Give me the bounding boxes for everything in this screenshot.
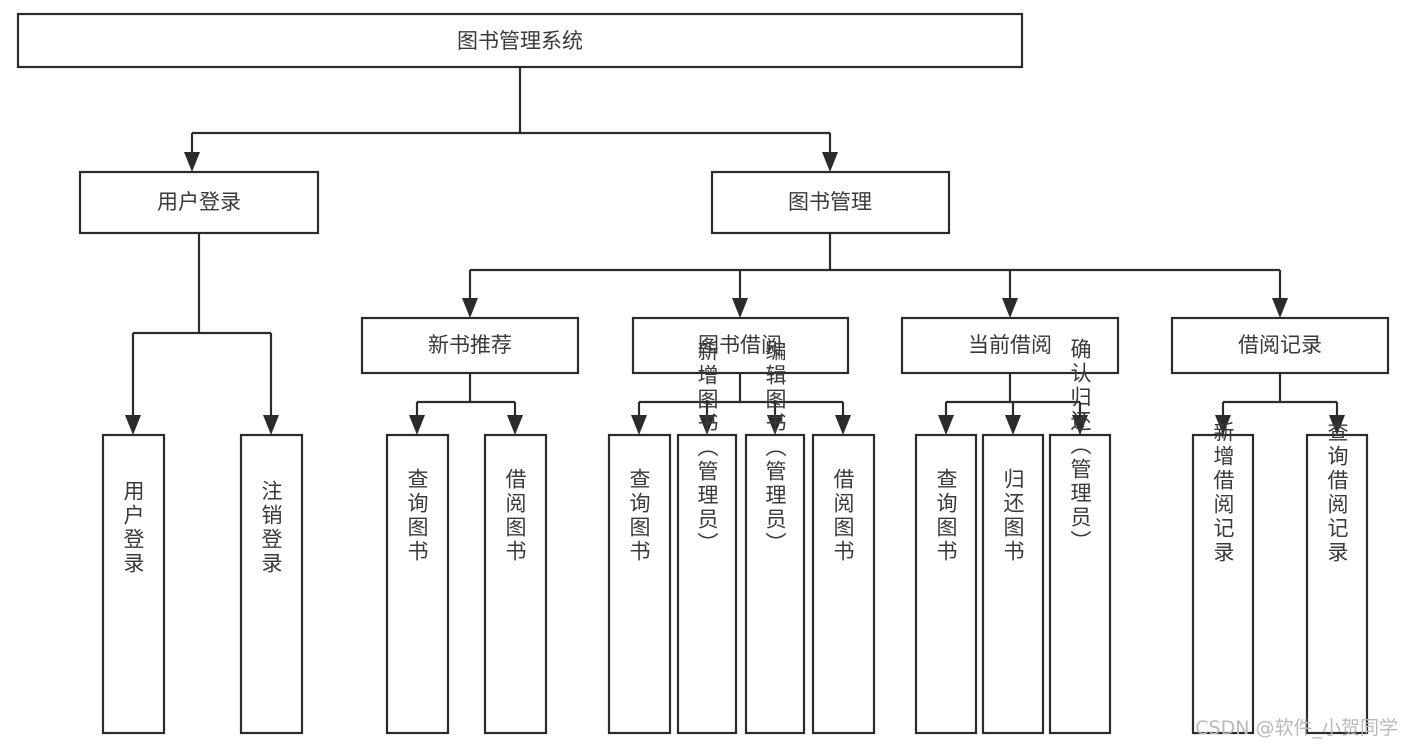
leaf-borrow-book-borrow[interactable]: 借阅图书 xyxy=(811,433,876,735)
arrow-head-leaf-query-book-1 xyxy=(409,415,425,435)
leaf-add-borrow-record[interactable]: 新增借阅记录 xyxy=(1191,421,1255,735)
arrow-head-leaf-query-book-3 xyxy=(938,415,954,435)
leaf-add-book-label: 新增图书（管理员） xyxy=(695,340,719,556)
leaf-query-book-borrow-box[interactable] xyxy=(607,433,672,735)
node-book-management-label: 图书管理 xyxy=(788,190,872,214)
node-book-borrow-label: 图书借阅 xyxy=(698,333,782,357)
connector-borrowrecord-to-leaves xyxy=(1215,373,1345,435)
node-book-borrow-box[interactable] xyxy=(631,316,850,375)
node-book-management[interactable]: 图书管理 xyxy=(710,170,951,235)
leaf-add-book-box[interactable] xyxy=(676,433,738,735)
leaf-query-borrow-record-label: 查询借阅记录 xyxy=(1325,421,1349,565)
node-borrow-record[interactable]: 借阅记录 xyxy=(1170,316,1390,375)
node-current-borrow-label: 当前借阅 xyxy=(968,333,1052,357)
arrow-head-leaf-add-book xyxy=(699,415,715,435)
node-new-book-recommend-box[interactable] xyxy=(360,316,580,375)
arrow-head-new-book xyxy=(462,298,478,318)
leaf-logout-box[interactable] xyxy=(239,433,304,735)
connector-root-to-level2 xyxy=(184,67,838,172)
leaf-user-login-label: 用户登录 xyxy=(121,480,145,576)
node-new-book-recommend[interactable]: 新书推荐 xyxy=(360,316,580,375)
leaf-return-book[interactable]: 归还图书 xyxy=(981,433,1045,735)
connector-userlogin-to-leaves xyxy=(125,233,279,435)
leaf-add-book[interactable]: 新增图书（管理员） xyxy=(676,340,738,735)
leaf-confirm-return-label: 确认归还（管理员） xyxy=(1068,338,1092,554)
leaf-query-book-current-box[interactable] xyxy=(914,433,978,735)
arrow-head-leaf-query-book-2 xyxy=(631,415,647,435)
leaf-edit-book-box[interactable] xyxy=(744,433,806,735)
leaf-logout[interactable]: 注销登录 xyxy=(239,433,304,735)
leaf-query-book-current-label: 查询图书 xyxy=(934,468,958,564)
csdn-watermark: CSDN @软件_小贺同学 xyxy=(1195,717,1398,739)
node-user-login-label: 用户登录 xyxy=(157,190,241,214)
leaf-edit-book[interactable]: 编辑图书（管理员） xyxy=(744,340,806,735)
arrow-head-leaf-user-login xyxy=(125,415,141,435)
leaf-logout-label: 注销登录 xyxy=(259,480,283,576)
arrow-head-leaf-return-book xyxy=(1005,415,1021,435)
leaf-add-borrow-record-label: 新增借阅记录 xyxy=(1211,421,1235,565)
leaf-add-borrow-record-box[interactable] xyxy=(1191,433,1255,735)
leaf-query-book-borrow[interactable]: 查询图书 xyxy=(607,433,672,735)
arrow-head-leaf-add-record xyxy=(1215,415,1231,435)
connector-currentborrow-to-leaves xyxy=(938,373,1088,435)
node-root-box[interactable] xyxy=(16,12,1024,69)
connector-bookborrow-to-leaves xyxy=(631,373,851,435)
arrow-head-borrow-record xyxy=(1272,298,1288,318)
node-root-label: 图书管理系统 xyxy=(457,29,583,53)
arrow-head-leaf-query-record xyxy=(1329,415,1345,435)
connector-newbook-to-leaves xyxy=(409,373,523,435)
arrow-head-leaf-logout xyxy=(263,415,279,435)
leaf-query-book-borrow-label: 查询图书 xyxy=(627,468,651,564)
leaf-query-book-current[interactable]: 查询图书 xyxy=(914,433,978,735)
leaf-query-borrow-record-box[interactable] xyxy=(1305,433,1369,735)
arrow-head-book-mgmt xyxy=(822,152,838,172)
connector-bookmgmt-to-level3 xyxy=(462,233,1288,318)
leaf-borrow-book-recommend-label: 借阅图书 xyxy=(503,468,527,564)
arrow-head-user-login xyxy=(184,152,200,172)
node-borrow-record-box[interactable] xyxy=(1170,316,1390,375)
leaf-query-book-recommend-label: 查询图书 xyxy=(405,468,429,564)
leaf-borrow-book-recommend-box[interactable] xyxy=(483,433,548,735)
arrow-head-leaf-borrow-book-1 xyxy=(507,415,523,435)
leaf-query-borrow-record[interactable]: 查询借阅记录 xyxy=(1305,421,1369,735)
arrow-head-leaf-borrow-book-2 xyxy=(835,415,851,435)
node-user-login[interactable]: 用户登录 xyxy=(78,170,320,235)
leaf-confirm-return-box[interactable] xyxy=(1048,433,1112,735)
leaf-query-book-recommend-box[interactable] xyxy=(385,433,450,735)
arrow-head-current-borrow xyxy=(1002,298,1018,318)
node-borrow-record-label: 借阅记录 xyxy=(1238,333,1322,357)
leaf-borrow-book-borrow-label: 借阅图书 xyxy=(831,468,855,564)
leaf-user-login[interactable]: 用户登录 xyxy=(101,433,166,735)
node-root[interactable]: 图书管理系统 xyxy=(16,12,1024,69)
leaf-confirm-return[interactable]: 确认归还（管理员） xyxy=(1048,338,1112,735)
leaf-return-book-box[interactable] xyxy=(981,433,1045,735)
leaf-borrow-book-recommend[interactable]: 借阅图书 xyxy=(483,433,548,735)
leaf-query-book-recommend[interactable]: 查询图书 xyxy=(385,433,450,735)
arrow-head-leaf-confirm-return xyxy=(1072,415,1088,435)
leaf-return-book-label: 归还图书 xyxy=(1001,468,1025,564)
node-book-borrow[interactable]: 图书借阅 xyxy=(631,316,850,375)
leaf-borrow-book-borrow-box[interactable] xyxy=(811,433,876,735)
leaf-edit-book-label: 编辑图书（管理员） xyxy=(763,340,787,556)
node-book-management-box[interactable] xyxy=(710,170,951,235)
arrow-head-leaf-edit-book xyxy=(767,415,783,435)
leaf-user-login-box[interactable] xyxy=(101,433,166,735)
node-new-book-recommend-label: 新书推荐 xyxy=(428,333,512,357)
arrow-head-book-borrow xyxy=(732,298,748,318)
